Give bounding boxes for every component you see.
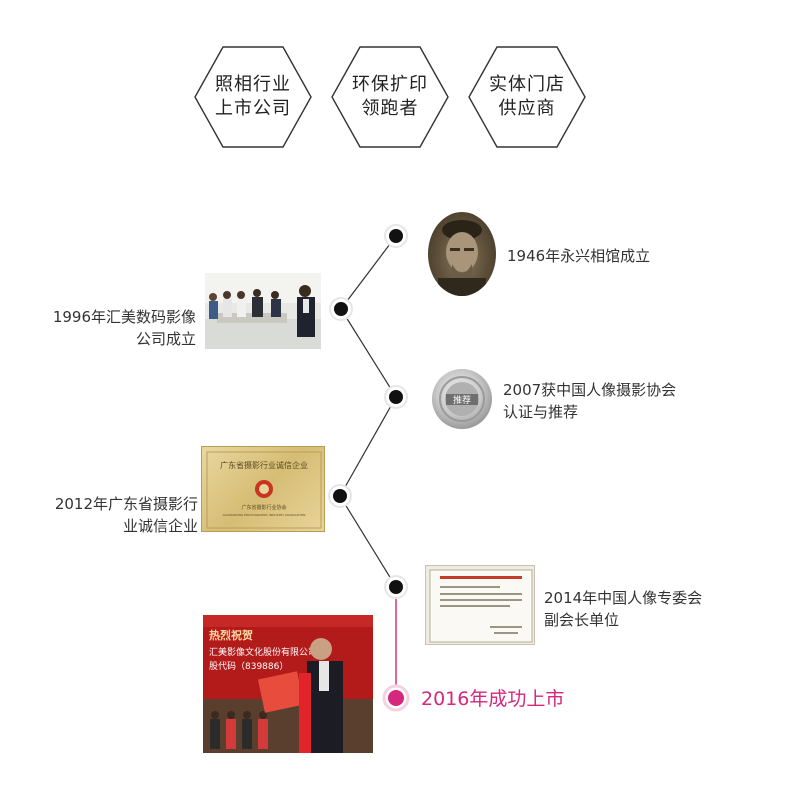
timeline-segment	[340, 308, 397, 398]
milestone-1996: 1996年汇美数码影像 公司成立	[53, 306, 196, 350]
milestone-2012: 2012年广东省摄影行 业诚信企业	[55, 493, 198, 537]
photo-integrity-plaque: 广东省摄影行业诚信企业 广东省摄影行业协会 GUANGDONG PHOTOGRA…	[201, 446, 325, 532]
hexagon-outline	[331, 46, 449, 148]
timeline-dot-2012	[328, 484, 352, 508]
hexagon-outline	[468, 46, 586, 148]
badge-eco-printing: 环保扩印 领跑者	[330, 45, 450, 149]
milestone-1996-line1: 1996年汇美数码影像	[52, 308, 196, 326]
timeline-dot-2014	[384, 575, 408, 599]
milestone-2012-line2: 业诚信企业	[122, 517, 198, 535]
plaque-title: 广东省摄影行业诚信企业	[220, 460, 308, 470]
milestone-2012-line1: 2012年广东省摄影行	[54, 495, 198, 513]
photo-recommendation-medal: 推荐	[432, 369, 492, 429]
badge-line2: 领跑者	[361, 98, 419, 119]
milestone-2014-line1: 2014年中国人像专委会	[544, 589, 703, 607]
listing-banner-1: 热烈祝贺	[209, 628, 253, 642]
milestone-2014: 2014年中国人像专委会 副会长单位	[544, 587, 702, 631]
timeline-segment	[339, 396, 397, 497]
milestone-2016: 2016年成功上市	[421, 688, 565, 710]
photo-company-meeting	[205, 273, 321, 349]
badge-line2: 上市公司	[215, 98, 291, 119]
timeline-segment	[339, 495, 397, 588]
photo-listing-ceremony: 热烈祝贺 汇美影像文化股份有限公司 股代码（839886）	[203, 615, 373, 753]
plaque-org-en: GUANGDONG PHOTOGRAPHIC INDUSTRY ASSOCIAT…	[223, 513, 306, 517]
hexagon-outline	[194, 46, 312, 148]
timeline-lines	[339, 235, 397, 698]
listing-banner-2: 汇美影像文化股份有限公司	[209, 646, 317, 658]
timeline-dot-2016	[382, 684, 410, 712]
milestone-2007: 2007获中国人像摄影协会 认证与推荐	[503, 379, 676, 423]
milestone-2007-line2: 认证与推荐	[503, 403, 579, 421]
milestone-1996-line2: 公司成立	[135, 330, 196, 348]
milestone-2007-line1: 2007获中国人像摄影协会	[503, 381, 677, 399]
badge-line1: 实体门店	[489, 74, 565, 95]
timeline-dot-1996	[329, 297, 353, 321]
milestone-1946: 1946年永兴相馆成立	[507, 247, 651, 265]
photo-committee-certificate	[425, 565, 535, 645]
listing-banner-3: 股代码（839886）	[209, 661, 288, 672]
badge-line1: 环保扩印	[352, 74, 428, 95]
medal-text: 推荐	[453, 394, 471, 406]
timeline-dot-1946	[384, 224, 408, 248]
photo-founder-portrait	[428, 212, 496, 296]
badge-store-supplier: 实体门店 供应商	[467, 45, 587, 149]
plaque-org: 广东省摄影行业协会	[241, 504, 286, 511]
badge-listed-company: 照相行业 上市公司	[193, 45, 313, 149]
badge-line2: 供应商	[498, 98, 556, 119]
milestone-2014-line2: 副会长单位	[544, 611, 620, 629]
timeline-dot-2007	[384, 385, 408, 409]
badge-line1: 照相行业	[215, 74, 291, 95]
timeline-segment	[340, 235, 397, 310]
